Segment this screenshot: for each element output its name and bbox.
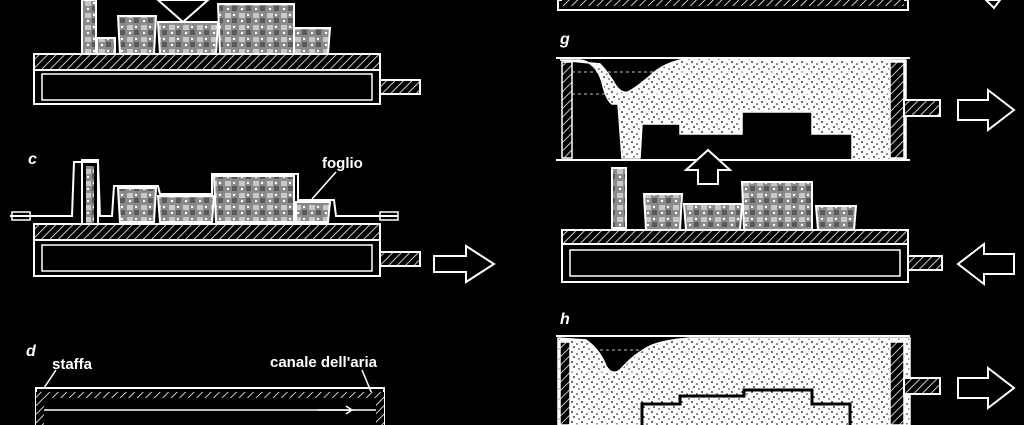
pattern-part	[293, 27, 332, 55]
pattern-part	[642, 193, 684, 231]
canale-leader	[361, 369, 373, 395]
foglio-leader	[311, 171, 337, 200]
flask-wall	[376, 392, 384, 425]
arrow-up-icon	[683, 148, 733, 185]
plastic-film	[10, 161, 398, 217]
pattern-part	[96, 37, 116, 55]
arrow-left-icon	[956, 241, 1015, 287]
staffa-label: staffa	[52, 356, 93, 373]
sprue-core	[86, 166, 94, 224]
panel-d-letter: d	[26, 343, 36, 360]
pattern-plate	[561, 229, 909, 245]
vacuum-pipe	[379, 251, 421, 267]
flask-wall	[559, 341, 571, 425]
panel-f	[557, 0, 1002, 11]
vacuum-pipe	[907, 255, 943, 271]
flask-wall	[36, 392, 44, 425]
film-clamp	[379, 211, 399, 221]
film-clamp	[11, 211, 31, 221]
pattern-part	[814, 205, 858, 231]
panel-c	[10, 159, 496, 284]
vacuum-box-inner	[569, 249, 901, 277]
panel-b	[33, 0, 421, 105]
panel-h	[556, 335, 1016, 425]
pattern-part	[116, 187, 158, 223]
panel-c-letter: c	[28, 151, 37, 168]
pattern-part	[740, 181, 813, 231]
canale-aria-label: canale dell'aria	[270, 354, 377, 371]
sand-mould	[559, 57, 907, 161]
pattern-part	[295, 201, 332, 223]
pattern-part	[212, 175, 295, 223]
panel-g-letter: g	[560, 31, 570, 48]
vacuum-box-inner	[41, 73, 373, 101]
panel-g	[556, 57, 1016, 287]
mould-cavity	[640, 388, 852, 425]
pattern-part	[682, 203, 744, 231]
pattern-part	[216, 3, 295, 55]
arrow-right-icon	[957, 87, 1016, 133]
flask-wall	[889, 61, 905, 159]
flask-wall	[889, 341, 905, 425]
arrow-right-icon	[433, 244, 496, 284]
sprue	[81, 0, 97, 61]
arrow-right-icon	[957, 365, 1016, 411]
flask-hatch	[36, 392, 384, 398]
vacuum-box-inner	[41, 244, 373, 272]
foglio-label: foglio	[322, 155, 363, 172]
arrow-down-icon	[156, 0, 210, 24]
vacuum-pipe	[903, 377, 941, 395]
vacuum-pipe	[379, 79, 421, 95]
panel-d	[35, 369, 385, 425]
arrow-right-icon	[318, 405, 355, 415]
pattern-plate	[33, 223, 381, 241]
flask-hatch	[562, 0, 904, 6]
pattern-part	[156, 21, 220, 55]
staffa-leader	[43, 369, 57, 389]
pattern-part	[116, 15, 158, 55]
flask	[557, 0, 909, 11]
pattern-part	[156, 195, 216, 223]
flask-wall	[561, 61, 573, 159]
sprue	[611, 167, 627, 229]
pattern-plate	[33, 53, 381, 71]
vacuum-pipe	[903, 99, 941, 117]
arrow-right-icon	[984, 0, 1002, 10]
panel-h-letter: h	[560, 311, 570, 328]
